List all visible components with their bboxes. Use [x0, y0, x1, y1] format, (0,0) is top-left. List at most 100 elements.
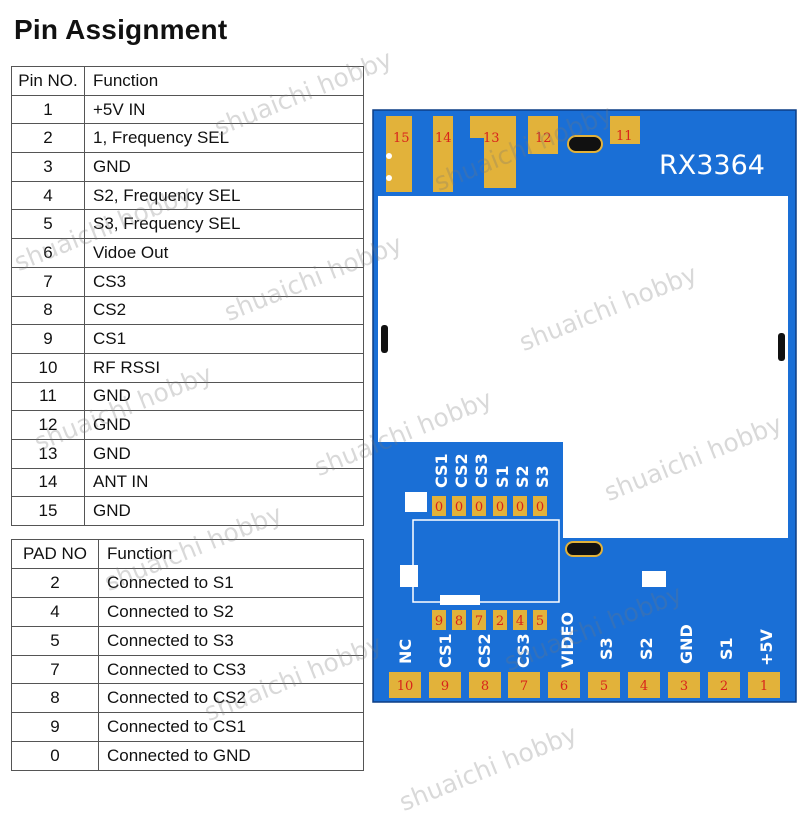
bottom-pin-label: VIDEO: [558, 612, 577, 668]
small-pad: [513, 610, 527, 630]
bottom-pin-label: S3: [597, 637, 616, 660]
top-oval-pad: [567, 135, 603, 153]
bottom-pin-number: 5: [600, 679, 608, 694]
via-dot: [386, 175, 392, 181]
pad-number: 0: [475, 500, 483, 515]
pin-number: 14: [11, 467, 85, 498]
white-pad: [440, 595, 480, 605]
pad-number: 0: [536, 500, 544, 515]
pin-pad-14: [433, 116, 453, 192]
pad-number: 0: [516, 500, 524, 515]
mid-oval-pad: [565, 541, 603, 557]
pad-number: 0: [496, 500, 504, 515]
white-pad: [642, 571, 666, 587]
pad-label: CS3: [472, 453, 491, 488]
shield-window-top: [378, 196, 788, 442]
pin-pad-12: [528, 116, 558, 154]
pad-number: 7: [475, 614, 483, 629]
shield-window-right: [563, 442, 788, 538]
pad-number: 4: [516, 614, 524, 629]
pin-pad-11: [610, 116, 640, 144]
bottom-pin-number: 10: [397, 679, 414, 694]
white-pad: [400, 565, 418, 587]
pin-function: GND: [84, 438, 364, 469]
right-notch: [778, 333, 785, 361]
pad-top-numbers: 0 0 0 0 0 0: [435, 500, 544, 515]
pad-function: Connected to CS2: [98, 683, 364, 714]
pin-pad: [708, 672, 740, 698]
pin-pad: [508, 672, 540, 698]
pin-function: GND: [84, 410, 364, 440]
bottom-pin-number: 9: [441, 679, 449, 694]
top-pin-number: 11: [616, 129, 633, 144]
small-pad: [472, 496, 486, 516]
pad-row-bottom: [432, 610, 547, 630]
pad-number: 5: [536, 614, 544, 629]
pad-number: 9: [11, 712, 99, 743]
bottom-pin-label: CS2: [475, 633, 494, 668]
pad-row-top: [432, 496, 547, 516]
pin-number: 10: [11, 352, 85, 383]
pin-number: 13: [11, 438, 85, 469]
pin-function: GND: [84, 496, 364, 526]
pad-function: Connected to GND: [98, 741, 364, 772]
bottom-pin-number: 1: [760, 679, 768, 694]
bottom-pin-label: S1: [717, 637, 736, 660]
top-pin-number: 14: [435, 131, 452, 146]
top-pin-number: 12: [535, 131, 552, 146]
pad-function: Connected to S2: [98, 596, 364, 627]
pin-number: 3: [11, 152, 85, 182]
bottom-pin-strip: [389, 672, 780, 698]
white-pad: [405, 492, 427, 512]
bottom-pin-number: 4: [640, 679, 648, 694]
pin-pad: [748, 672, 780, 698]
top-pin-strip: [386, 116, 640, 192]
bottom-pin-number: 2: [720, 679, 728, 694]
small-pad: [493, 496, 507, 516]
pin-pad-13: [470, 116, 516, 138]
bottom-pin-number: 7: [520, 679, 528, 694]
pad-number: 0: [11, 741, 99, 772]
pin-number: 15: [11, 496, 85, 526]
rx3364-board: 15 14 13 12 11 RX3364 CS1 CS2 CS3 S1 S2 …: [372, 109, 797, 703]
small-pad: [432, 496, 446, 516]
pin-number: 1: [11, 94, 85, 125]
bottom-pin-label: S2: [637, 637, 656, 660]
chip-outline: [412, 519, 560, 603]
pad-function: Connected to S1: [98, 567, 364, 598]
top-pin-number: 15: [393, 131, 410, 146]
bottom-pin-numbers: 10 9 8 7 6 5 4 3 2 1: [397, 679, 768, 694]
pin-pad: [469, 672, 501, 698]
pad-number: 2: [496, 614, 504, 629]
pin-pad: [668, 672, 700, 698]
pin-function: S3, Frequency SEL: [84, 209, 364, 240]
bottom-pin-labels: NC CS1 CS2 CS3 VIDEO S3 S2 GND S1 +5V: [396, 612, 776, 668]
pad-number: 7: [11, 654, 99, 685]
pin-function: RF RSSI: [84, 352, 364, 383]
model-label: RX3364: [659, 150, 765, 181]
pad-bottom-numbers: 9 8 7 2 4 5: [435, 614, 544, 629]
bottom-pin-number: 6: [560, 679, 568, 694]
bottom-pin-label: +5V: [757, 628, 776, 666]
pad-number: 0: [455, 500, 463, 515]
pad-label: CS2: [452, 453, 471, 488]
pad-label: S2: [513, 465, 532, 488]
pin-pad: [588, 672, 620, 698]
pad-label: S3: [533, 465, 552, 488]
table-row: 1+5V IN: [11, 94, 364, 125]
pin-pad: [389, 672, 421, 698]
pad-number: 4: [11, 596, 99, 627]
pad-number: 0: [435, 500, 443, 515]
pad-function: Connected to S3: [98, 625, 364, 656]
pad-function: Connected to CS3: [98, 654, 364, 685]
bottom-pin-number: 3: [680, 679, 688, 694]
